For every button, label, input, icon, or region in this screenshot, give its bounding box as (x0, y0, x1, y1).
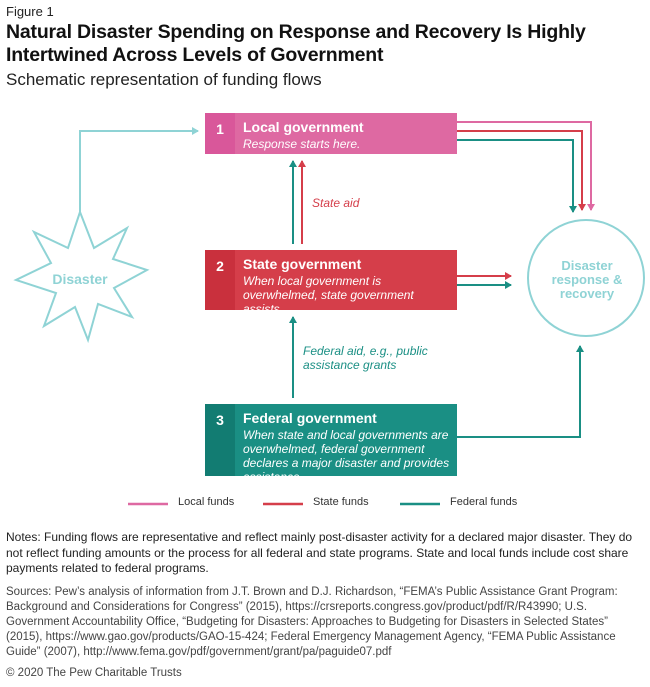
figure-label: Figure 1 (6, 4, 54, 19)
federal-aid-label: Federal aid, e.g., public assistance gra… (303, 344, 428, 372)
local-government-box: 1 Local government Response starts here. (205, 113, 457, 154)
legend-local-label: Local funds (178, 496, 235, 508)
federal-funds-via-local-arrow (457, 139, 577, 213)
federal-government-description: When state and local governments are ove… (243, 428, 450, 484)
state-government-number: 2 (205, 250, 235, 310)
disaster-label: Disaster (52, 271, 108, 287)
state-government-box: 2 State government When local government… (205, 250, 457, 316)
federal-government-name: Federal government (243, 410, 377, 426)
disaster-to-local-arrow (79, 127, 199, 212)
flow-diagram (13, 121, 645, 506)
state-government-name: State government (243, 256, 362, 272)
disaster-starburst (13, 209, 150, 344)
response-circle (527, 219, 645, 337)
copyright: © 2020 The Pew Charitable Trusts (6, 667, 182, 679)
notes: Notes: Funding flows are representative … (6, 530, 633, 575)
legend-state-label: State funds (313, 496, 369, 508)
state-government-description: When local government is overwhelmed, st… (243, 274, 414, 316)
local-government-name: Local government (243, 119, 364, 135)
sources: Sources: Pew’s analysis of information f… (6, 586, 618, 658)
figure-subtitle: Schematic representation of funding flow… (6, 70, 322, 89)
state-aid-label: State aid (312, 196, 360, 210)
federal-government-number: 3 (205, 404, 235, 476)
federal-funds-arrow (457, 345, 584, 438)
federal-government-box: 3 Federal government When state and loca… (205, 404, 457, 484)
state-funds-via-local-arrow (457, 130, 586, 211)
local-funds-arrow (457, 121, 595, 211)
local-government-number: 1 (205, 113, 235, 154)
local-government-description: Response starts here. (243, 137, 361, 151)
figure-title: Natural Disaster Spending on Response an… (6, 21, 586, 66)
legend-federal-label: Federal funds (450, 496, 518, 508)
response-label: Disaster response & recovery (551, 258, 623, 301)
